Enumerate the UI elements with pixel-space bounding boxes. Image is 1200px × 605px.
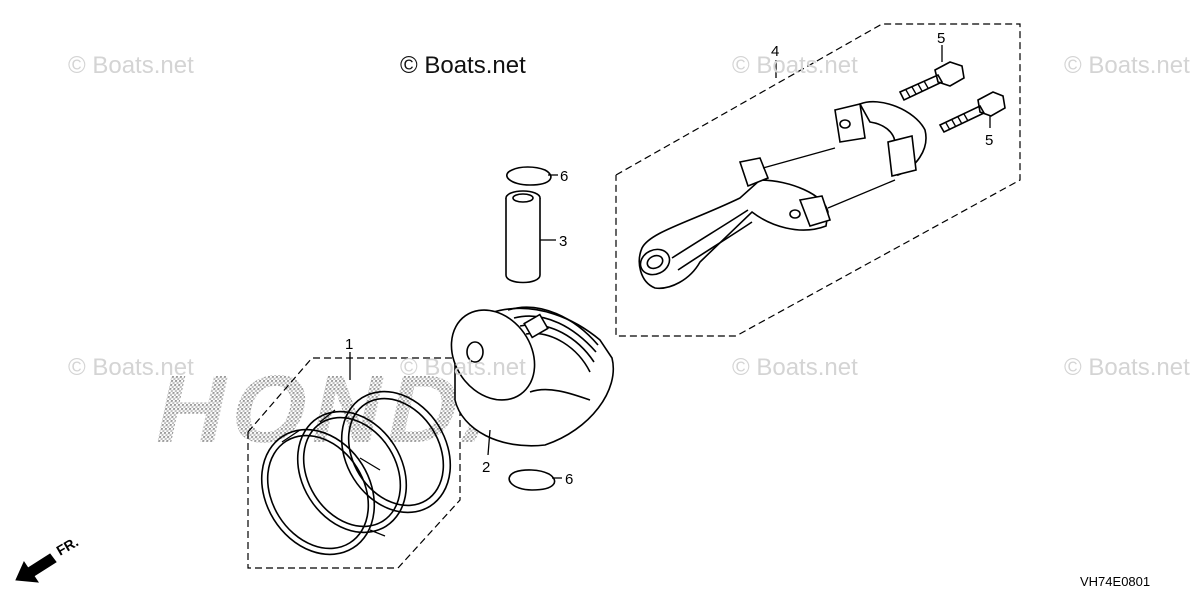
callout-leader-2 (487, 429, 491, 456)
connecting-rod (638, 147, 896, 289)
connecting-rod-bolt-top: 5 (898, 30, 965, 102)
callout-6b: 6 (565, 471, 573, 488)
watermark-top-right: © Boats.net (1064, 52, 1190, 79)
watermark-main: © Boats.net (400, 52, 526, 79)
diagram-code: VH74E0801 (1080, 574, 1151, 589)
callout-2: 2 (482, 459, 490, 476)
front-direction-arrow: FR. (15, 533, 82, 583)
connecting-rod-cap (834, 100, 927, 177)
ring-set-dashed-box (247, 357, 461, 569)
callout-5b: 5 (985, 132, 993, 149)
piston-ring-1 (260, 428, 376, 556)
piston-pin: 3 (505, 190, 567, 284)
watermark-mid-left: © Boats.net (68, 354, 194, 381)
callout-4: 4 (771, 43, 779, 60)
piston-pin-clip-top: 6 (506, 166, 568, 186)
watermark-mid-center: © Boats.net (400, 354, 526, 381)
callout-6a: 6 (560, 168, 568, 185)
callout-1: 1 (345, 336, 353, 353)
callout-5a: 5 (937, 30, 945, 47)
connecting-rod-bolt-bottom: 5 (938, 91, 1006, 149)
piston-ring-3 (340, 390, 452, 537)
front-arrow-label: FR. (54, 533, 82, 558)
watermark-mid-right: © Boats.net (1064, 354, 1190, 381)
piston: 2 (450, 306, 615, 476)
ring-set-group: 1 (247, 336, 461, 569)
callout-3: 3 (559, 233, 567, 250)
piston-ring-2 (296, 409, 408, 534)
front-arrow-icon (15, 553, 57, 583)
piston-pin-clip-bottom: 6 (508, 469, 573, 491)
connecting-rod-group: 4 (615, 23, 1021, 337)
watermark-top-left: © Boats.net (68, 52, 194, 79)
connecting-rod-dashed-box (615, 23, 1021, 337)
watermark-top-center: © Boats.net (732, 52, 858, 79)
watermark-mid-center-right: © Boats.net (732, 354, 858, 381)
